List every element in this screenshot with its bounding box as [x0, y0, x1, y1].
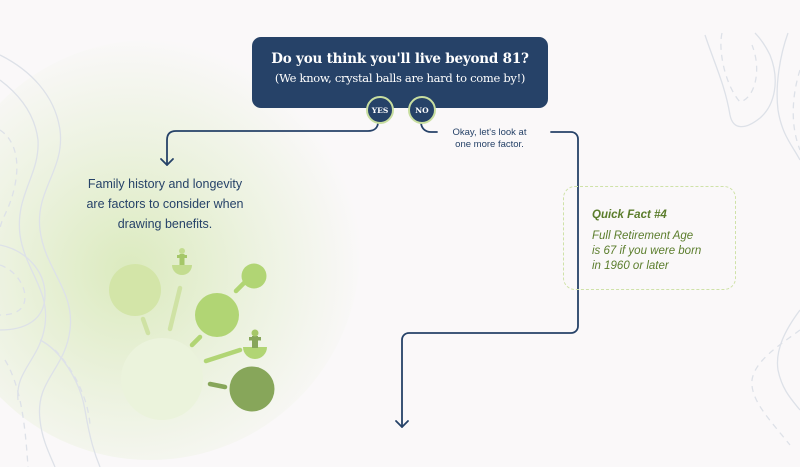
quick-fact-body: Full Retirement Age is 67 if you were bo…	[592, 229, 732, 274]
yes-branch-text: Family history and longevity are factors…	[70, 174, 260, 234]
quick-fact-line-1: Full Retirement Age	[592, 230, 694, 242]
no-button[interactable]: NO	[408, 96, 436, 124]
person-on-pedestal-icon	[172, 248, 192, 275]
yes-text-line-2: are factors to consider when	[86, 197, 244, 211]
quick-fact-card: Quick Fact #4 Full Retirement Age is 67 …	[563, 186, 736, 290]
yes-text-line-1: Family history and longevity	[87, 177, 243, 191]
question-title: Do you think you'll live beyond 81?	[271, 51, 529, 67]
quick-fact-title: Quick Fact #4	[592, 209, 667, 221]
no-connector-arrowhead	[395, 420, 409, 428]
question-subtitle: (We know, crystal balls are hard to come…	[274, 71, 526, 85]
quick-fact-line-2: is 67 if you were born	[592, 245, 702, 257]
yes-text-line-3: drawing benefits.	[117, 217, 213, 231]
question-card: Do you think you'll live beyond 81? (We …	[252, 37, 548, 108]
no-branch-note: Okay, let's look at one more factor.	[432, 127, 547, 151]
yes-button[interactable]: YES	[366, 96, 394, 124]
no-note-line-1: Okay, let's look at	[452, 127, 527, 138]
no-note-line-2: one more factor.	[455, 139, 524, 150]
yes-connector-arrow	[166, 121, 379, 166]
quick-fact-line-3: in 1960 or later	[592, 260, 669, 272]
person-on-pedestal-icon	[243, 329, 267, 359]
